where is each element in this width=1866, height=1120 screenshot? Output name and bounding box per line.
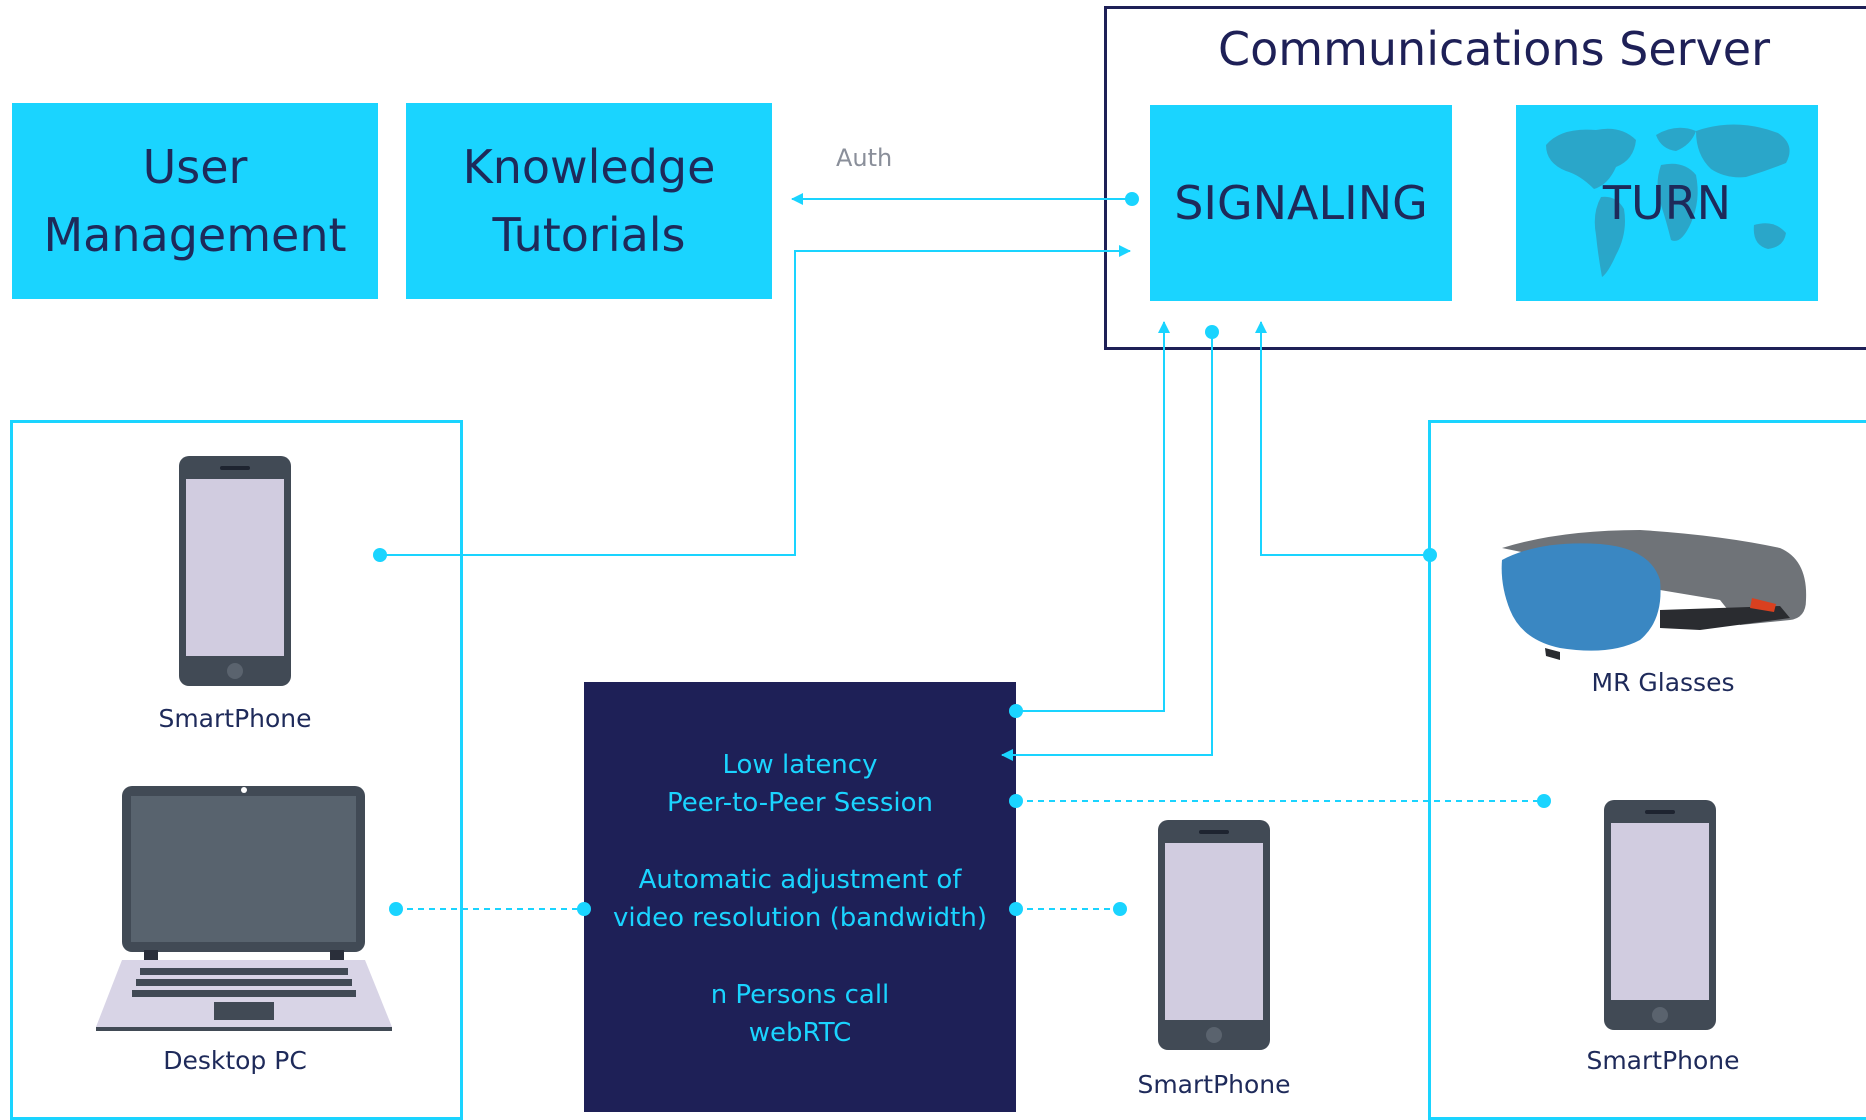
world-map-icon xyxy=(1546,124,1790,277)
session-line-6: webRTC xyxy=(748,1018,852,1048)
session-line-2: Peer-to-Peer Session xyxy=(666,788,934,818)
knowledge-tutorials-box: Knowledge Tutorials xyxy=(406,103,772,299)
left-smartphone-icon xyxy=(179,456,291,686)
turn-box: TURN xyxy=(1516,105,1818,301)
desktop-pc-label: Desktop PC xyxy=(163,1046,307,1075)
mr-glasses-icon xyxy=(1501,530,1807,660)
signaling-box: SIGNALING xyxy=(1150,105,1452,301)
center-smartphone-label: SmartPhone xyxy=(1137,1070,1291,1099)
communications-server-frame xyxy=(1104,6,1866,350)
session-line-1: Low latency xyxy=(722,750,878,780)
right-smartphone-icon xyxy=(1604,800,1716,1030)
turn-label: TURN xyxy=(1602,176,1732,230)
auth-label: Auth xyxy=(836,144,893,172)
user-management-label: User Management xyxy=(43,140,347,262)
right-smartphone-label: SmartPhone xyxy=(1586,1046,1740,1075)
knowledge-tutorials-label: Knowledge Tutorials xyxy=(462,140,716,262)
communications-server-title: Communications Server xyxy=(1218,22,1770,76)
peer-to-peer-session-box: Low latency Peer-to-Peer Session Automat… xyxy=(584,682,1016,1112)
session-line-4: video resolution (bandwidth) xyxy=(613,903,987,933)
signaling-label: SIGNALING xyxy=(1174,176,1428,230)
session-line-3: Automatic adjustment of xyxy=(638,865,962,895)
desktop-pc-icon xyxy=(96,786,392,1031)
user-management-box: User Management xyxy=(12,103,378,299)
mr-glasses-label: MR Glasses xyxy=(1591,668,1735,697)
center-smartphone-icon xyxy=(1158,820,1270,1050)
left-smartphone-label: SmartPhone xyxy=(158,704,312,733)
session-line-5: n Persons call xyxy=(710,980,890,1010)
